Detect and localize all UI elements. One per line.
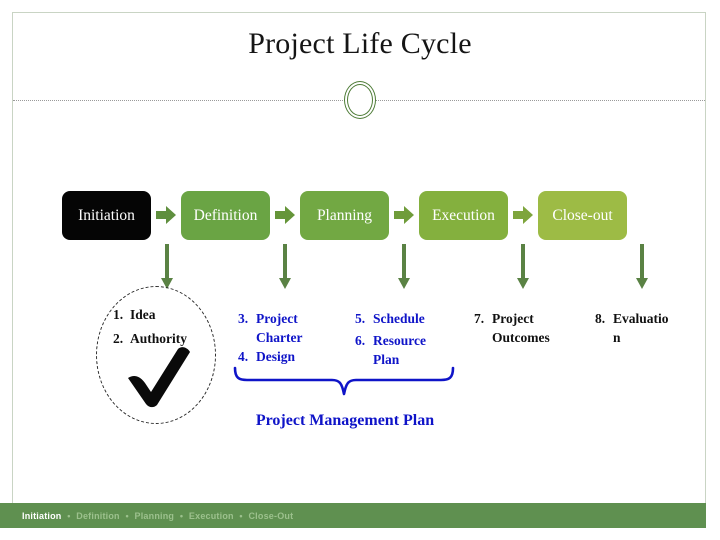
project-management-plan-label: Project Management Plan [255,412,435,429]
deliverable-item-8: 8. Evaluatio n [595,309,671,347]
phase-label: Execution [432,207,495,224]
footer-item-planning[interactable]: Planning [134,510,175,521]
deliverable-number: 5. [355,311,366,326]
deliverable-item-5: 5. Schedule [355,309,450,328]
down-arrow-icon [515,244,531,290]
deliverable-number: 8. [595,311,606,326]
phase-label: Definition [193,207,258,224]
page-title: Project Life Cycle [248,27,472,60]
initiation-outputs-circle: 1. Idea 2. Authority [96,286,216,424]
phase-label: Planning [316,207,373,224]
footer-item-execution[interactable]: Execution [188,510,234,521]
deliverable-label-line2: Charter [256,330,303,345]
down-arrow-icon [159,244,175,290]
right-arrow-icon [273,203,297,227]
phase-label: Initiation [78,207,135,224]
list-item-label: Idea [130,307,156,322]
footer-bar: Initiation • Definition • Planning • Exe… [0,503,706,528]
footer-separator: • [125,510,129,521]
deliverable-label: Resource [373,333,426,348]
deliverable-label: Evaluatio [613,311,669,326]
phase-box-close-out[interactable]: Close-out [538,191,627,240]
deliverable-label-line2: Outcomes [492,330,550,345]
list-item-label: Authority [130,331,187,346]
dashed-circle-outline [96,286,216,424]
phase-box-initiation[interactable]: Initiation [62,191,151,240]
down-arrow-icon [634,244,650,290]
phase-label: Close-out [552,207,613,224]
deliverable-label: Design [256,349,296,364]
deliverable-item-6: 6. Resource Plan [355,331,435,369]
right-arrow-icon [511,203,535,227]
phase-box-planning[interactable]: Planning [300,191,389,240]
down-arrow-icon [396,244,412,290]
footer-separator: • [67,510,71,521]
deliverable-number: 3. [238,311,249,326]
deliverable-item-7: 7. Project Outcomes [474,309,556,347]
deliverable-number: 7. [474,311,485,326]
footer-item-definition[interactable]: Definition [76,510,120,521]
phase-box-definition[interactable]: Definition [181,191,270,240]
phase-box-execution[interactable]: Execution [419,191,508,240]
right-arrow-icon [154,203,178,227]
footer-separator: • [179,510,184,521]
footer-item-close-out[interactable]: Close-Out [248,510,294,521]
deliverable-label-line2: Plan [373,352,400,367]
footer-separator: • [239,510,243,521]
ring-decoration-inner-icon [347,84,373,116]
footer-item-initiation[interactable]: Initiation [22,510,62,521]
deliverable-label-line2: n [613,330,621,345]
footer-breadcrumb: Initiation • Definition • Planning • Exe… [0,511,293,521]
curly-brace-icon [232,366,456,396]
deliverable-label: Project [256,311,298,326]
list-item: 2. Authority [113,331,187,346]
deliverable-item-3: 3. Project Charter [238,309,318,347]
list-item-number: 1. [113,307,124,322]
check-mark-icon [124,346,194,408]
down-arrow-icon [277,244,293,290]
deliverable-number: 4. [238,349,249,364]
deliverable-label: Project [492,311,534,326]
right-arrow-icon [392,203,416,227]
list-item: 1. Idea [113,307,156,322]
deliverable-number: 6. [355,333,366,348]
deliverable-label: Schedule [373,311,425,326]
list-item-number: 2. [113,331,124,346]
deliverable-item-4: 4. Design [238,347,328,366]
